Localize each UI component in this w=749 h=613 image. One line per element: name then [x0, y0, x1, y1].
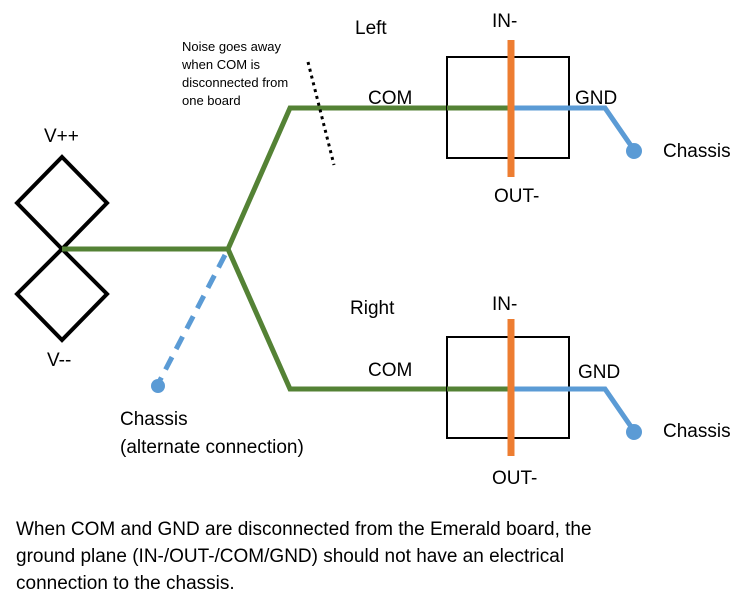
label-right: Right [350, 298, 395, 319]
left-chassis-dot [626, 143, 642, 159]
label-out-top: OUT- [494, 186, 539, 207]
com-wire-bottom [225, 247, 447, 392]
label-vpp: V++ [44, 126, 79, 147]
alternate-chassis-wire [155, 253, 228, 386]
disconnect-dotted-line [306, 61, 336, 166]
com-wire-top [62, 105, 447, 252]
label-in-top: IN- [492, 11, 517, 32]
label-out-bottom: OUT- [492, 468, 537, 489]
caption-line-1: When COM and GND are disconnected from t… [16, 519, 592, 540]
vpp-diamond [14, 154, 110, 252]
label-vmm: V-- [47, 350, 71, 371]
caption-line-2: ground plane (IN-/OUT-/COM/GND) should n… [16, 546, 565, 567]
right-chassis-dot [626, 424, 642, 440]
noise-note-line-1: Noise goes away [182, 39, 281, 54]
label-gnd-bottom: GND [578, 362, 620, 383]
right-board-gnd-wire [511, 386, 637, 433]
label-gnd-top: GND [575, 88, 617, 109]
label-chassis-bottom: Chassis [663, 421, 731, 442]
label-chassis-top: Chassis [663, 141, 731, 162]
label-chassis-alt: Chassis [120, 409, 188, 430]
label-com-bottom: COM [368, 360, 412, 381]
noise-note-line-2: when COM is [181, 57, 261, 72]
alternate-chassis-dot [151, 379, 165, 393]
noise-note-line-4: one board [182, 93, 241, 108]
label-left: Left [355, 18, 387, 39]
caption-line-3: connection to the chassis. [16, 573, 235, 594]
vmm-diamond [14, 246, 110, 343]
left-board-gnd-wire [511, 105, 637, 152]
label-chassis-alt-note: (alternate connection) [120, 437, 304, 458]
label-in-bottom: IN- [492, 294, 517, 315]
caption: When COM and GND are disconnected from t… [16, 516, 736, 597]
noise-note-line-3: disconnected from [182, 75, 288, 90]
label-com-top: COM [368, 88, 412, 109]
